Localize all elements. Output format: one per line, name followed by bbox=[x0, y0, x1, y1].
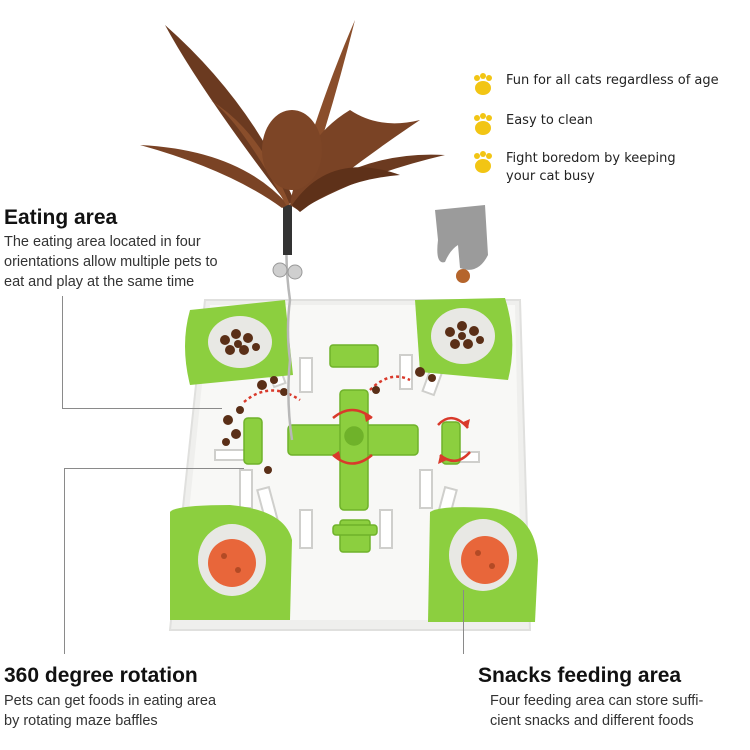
snacks-title: Snacks feeding area bbox=[478, 664, 682, 687]
eating-area-desc-2: orientations allow multiple pets to bbox=[4, 254, 218, 270]
hand-icon bbox=[435, 205, 488, 283]
eating-bowl-top-right bbox=[415, 298, 513, 380]
leader-line bbox=[62, 296, 63, 408]
feather-wand bbox=[272, 205, 303, 441]
leader-line bbox=[62, 408, 222, 409]
rotation-desc-1: Pets can get foods in eating area bbox=[4, 693, 217, 709]
paw-icon bbox=[474, 73, 492, 95]
rotating-cross-baffle bbox=[243, 344, 461, 553]
eating-area-title: Eating area bbox=[4, 206, 118, 229]
eating-bowl-top-left bbox=[185, 300, 293, 385]
snacks-desc-1: Four feeding area can store suffi- bbox=[490, 693, 704, 709]
eating-area-desc-1: The eating area located in four bbox=[4, 234, 201, 250]
kibble-pieces bbox=[222, 367, 436, 474]
arrow-heads bbox=[333, 412, 470, 464]
feature-text: Easy to clean bbox=[506, 113, 593, 128]
feature-text: Fight boredom by keeping your cat busy bbox=[506, 151, 676, 184]
rotation-desc-2: by rotating maze baffles bbox=[4, 713, 158, 729]
paw-icon bbox=[474, 151, 492, 173]
feature-item-age: Fun for all cats regardless of age bbox=[470, 72, 719, 98]
feature-item-boredom: Fight boredom by keeping your cat busy bbox=[470, 150, 710, 186]
rotation-title: 360 degree rotation bbox=[4, 664, 198, 687]
snack-pod-bottom-right bbox=[428, 507, 538, 622]
snacks-desc-2: cient snacks and different foods bbox=[490, 713, 694, 729]
paw-icon bbox=[474, 113, 492, 135]
leader-line bbox=[463, 590, 464, 654]
leader-line bbox=[64, 468, 244, 469]
eating-area-desc-3: eat and play at the same time bbox=[4, 274, 195, 290]
leader-line bbox=[64, 468, 65, 654]
feature-text: Fun for all cats regardless of age bbox=[506, 73, 719, 88]
feature-item-clean: Easy to clean bbox=[470, 112, 593, 138]
snack-pod-bottom-left bbox=[170, 505, 292, 620]
feathers bbox=[140, 20, 445, 212]
